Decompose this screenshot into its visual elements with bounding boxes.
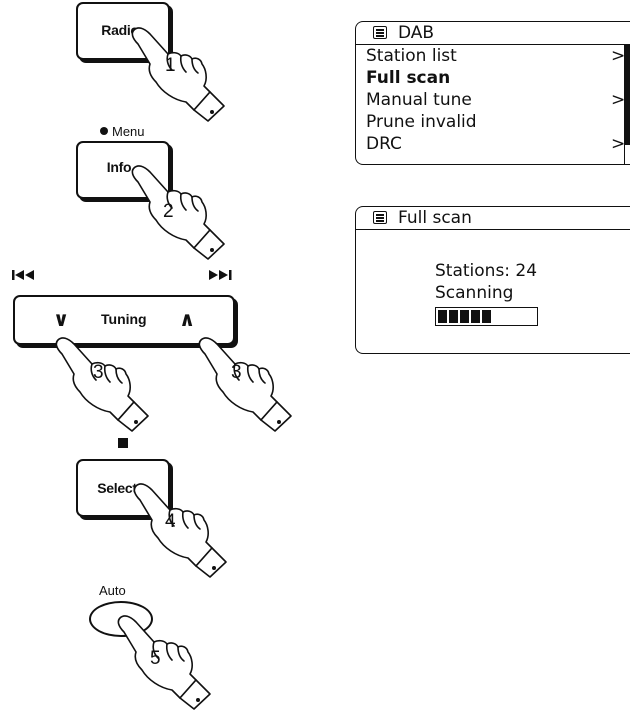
- step-number: 3: [93, 362, 104, 383]
- progress-block: [471, 310, 480, 323]
- next-track-icon: [207, 269, 233, 281]
- tuning-label: Tuning: [101, 311, 147, 327]
- progress-block: [482, 310, 491, 323]
- auto-label: Auto: [99, 583, 126, 598]
- screen-title: DAB: [398, 23, 434, 43]
- menu-item-manual-tune[interactable]: Manual tune: [366, 89, 472, 111]
- previous-track-icon: [12, 269, 38, 281]
- menu-item-full-scan[interactable]: Full scan: [366, 67, 450, 89]
- pointing-hand-icon: 3: [52, 334, 152, 432]
- tuning-up-button[interactable]: ∧: [179, 307, 195, 331]
- progress-block: [460, 310, 469, 323]
- step-number: 4: [165, 511, 176, 532]
- scrollbar-thumb[interactable]: [624, 45, 630, 145]
- menu-item-station-list[interactable]: Station list: [366, 45, 457, 67]
- step-number: 2: [163, 201, 174, 222]
- menu-item-drc[interactable]: DRC: [366, 133, 402, 155]
- list-icon: [373, 211, 387, 224]
- progress-block: [449, 310, 458, 323]
- menu-item-prune-invalid[interactable]: Prune invalid: [366, 111, 477, 133]
- pointing-hand-icon: 1: [128, 24, 228, 122]
- full-scan-screen: Full scan Stations: 24 Scanning: [355, 206, 630, 354]
- screen-header: Full scan: [356, 207, 630, 230]
- step-number: 5: [150, 648, 161, 669]
- menu-label: Menu: [100, 124, 145, 139]
- scrollbar-track: [624, 145, 630, 165]
- pointing-hand-icon: 5: [114, 612, 214, 710]
- list-icon: [373, 26, 387, 39]
- scan-progress-bar: [435, 307, 538, 326]
- screen-title: Full scan: [398, 208, 472, 228]
- pointing-hand-icon: 4: [130, 480, 230, 578]
- step-number: 1: [165, 55, 176, 76]
- stations-count: Stations: 24: [435, 261, 537, 281]
- dab-menu-screen: DAB Station list > Full scan Manual tune…: [355, 21, 630, 165]
- stop-icon: [118, 438, 128, 448]
- step-number: 3: [231, 362, 242, 383]
- screen-header: DAB: [356, 22, 630, 45]
- pointing-hand-icon: 2: [128, 162, 228, 260]
- progress-block: [438, 310, 447, 323]
- menu-dot-icon: [100, 127, 108, 135]
- scan-status: Scanning: [435, 283, 513, 303]
- tuning-down-button[interactable]: ∨: [53, 307, 69, 331]
- pointing-hand-icon: 3: [195, 334, 295, 432]
